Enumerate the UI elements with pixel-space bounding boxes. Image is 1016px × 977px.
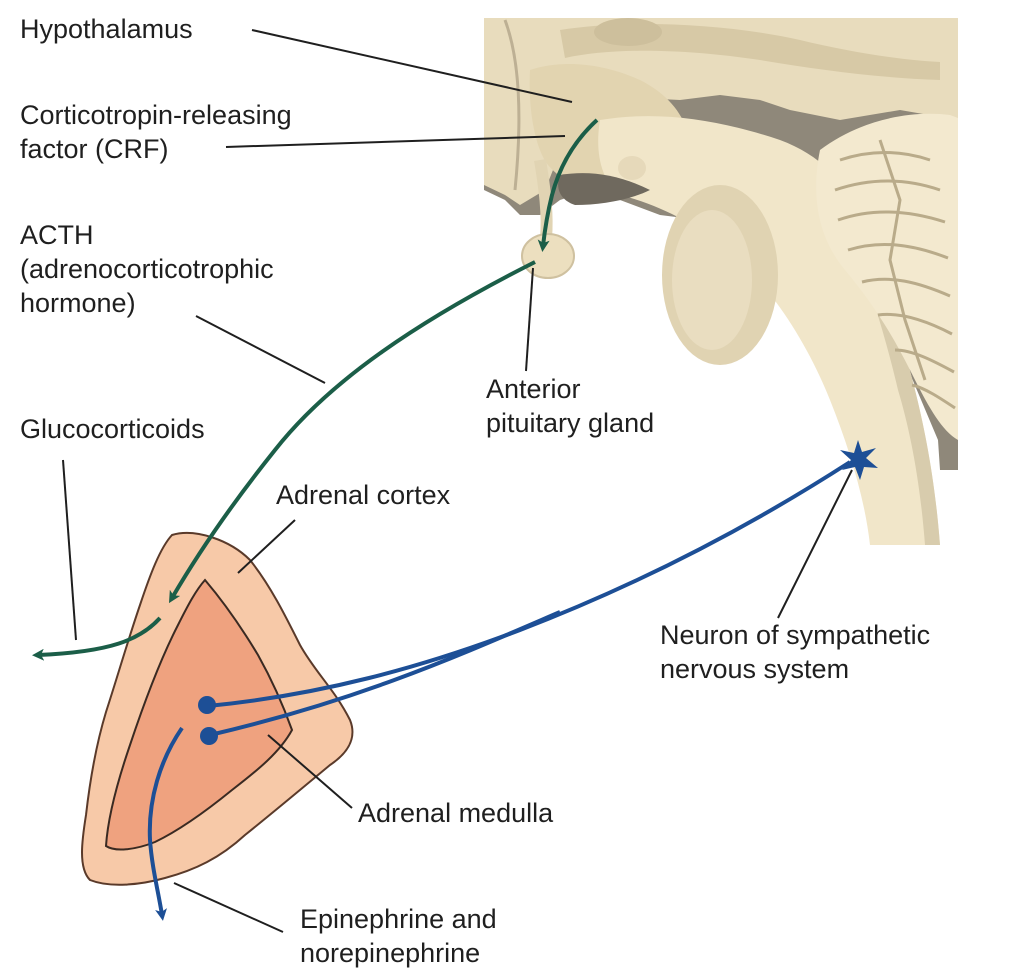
brain-illustration (484, 18, 958, 545)
glucocorticoids-leader (63, 460, 76, 640)
label-hypothalamus: Hypothalamus (20, 12, 193, 46)
adrenal-cortex-leader (238, 520, 295, 573)
pituitary-gland (522, 234, 574, 278)
acth-leader (196, 316, 325, 383)
fornix (594, 18, 662, 46)
pituitary-leader (526, 268, 533, 371)
synapse-terminal-lower (200, 727, 218, 745)
label-epinephrine: Epinephrine and norepinephrine (300, 902, 497, 970)
mammillary-body (618, 156, 646, 180)
synapse-terminal-upper (198, 696, 216, 714)
neuron-leader (778, 470, 852, 618)
epinephrine-leader (174, 883, 283, 932)
label-neuron-sympathetic: Neuron of sympathetic nervous system (660, 618, 930, 686)
label-glucocorticoids: Glucocorticoids (20, 412, 205, 446)
label-acth: ACTH (adrenocorticotrophic hormone) (20, 218, 274, 320)
label-adrenal-cortex: Adrenal cortex (276, 478, 450, 512)
pons-shading (672, 210, 752, 350)
label-anterior-pituitary: Anterior pituitary gland (486, 372, 654, 440)
label-crf: Corticotropin-releasing factor (CRF) (20, 98, 292, 166)
label-adrenal-medulla: Adrenal medulla (358, 796, 553, 830)
